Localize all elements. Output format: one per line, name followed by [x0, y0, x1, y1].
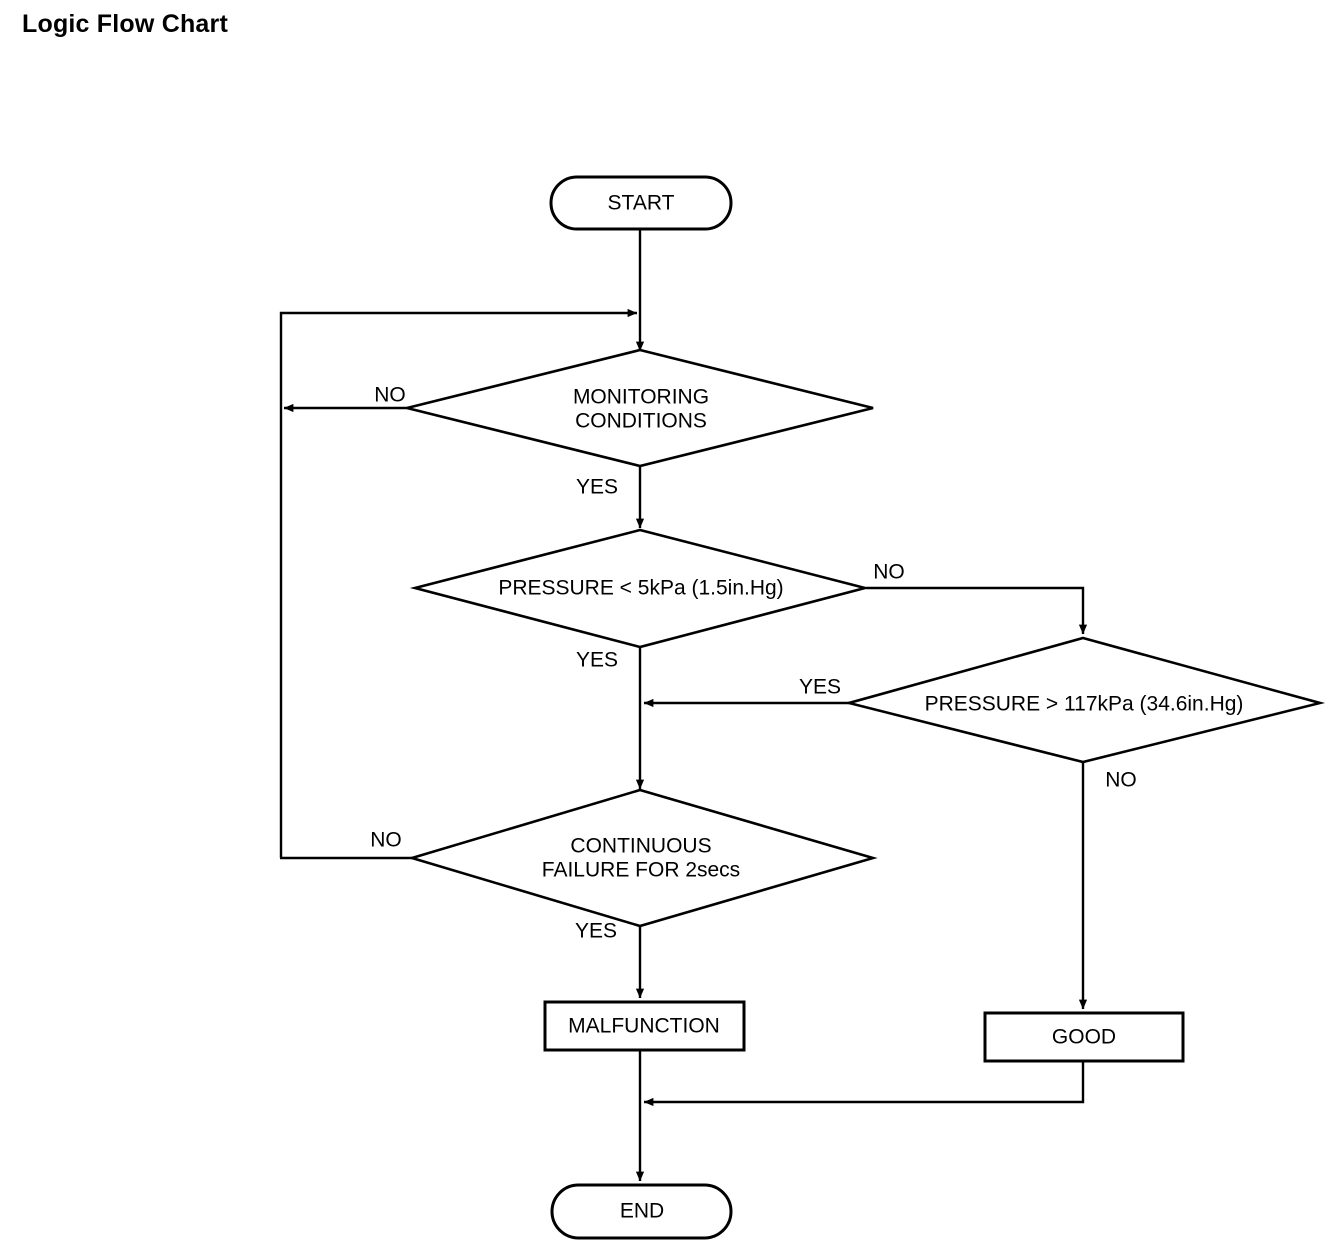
node-monitoring-label-line2: CONDITIONS	[575, 410, 707, 433]
edge-label-pressure-high-yes: YES	[799, 676, 841, 699]
node-pressure-high-label: PRESSURE > 117kPa (34.6in.Hg)	[925, 693, 1244, 716]
node-pressure-low[interactable]: PRESSURE < 5kPa (1.5in.Hg)	[409, 528, 871, 649]
page-title: Logic Flow Chart	[22, 10, 228, 38]
edge-label-failure-no: NO	[370, 829, 402, 852]
node-end-label: END	[620, 1200, 664, 1223]
node-failure-label-line1: CONTINUOUS	[570, 835, 711, 858]
node-pressure-high[interactable]: PRESSURE > 117kPa (34.6in.Hg)	[843, 636, 1326, 764]
node-malfunction-label: MALFUNCTION	[568, 1015, 720, 1038]
node-pressure-low-label: PRESSURE < 5kPa (1.5in.Hg)	[498, 577, 783, 600]
node-monitoring-label-line1: MONITORING	[573, 386, 709, 409]
node-good[interactable]: GOOD	[983, 1011, 1185, 1063]
node-good-label: GOOD	[1052, 1026, 1116, 1049]
edge-label-monitoring-no: NO	[374, 384, 406, 407]
edge-pressure-low-no	[866, 586, 1088, 635]
node-start[interactable]: START	[549, 175, 733, 231]
node-continuous-failure[interactable]: CONTINUOUS FAILURE FOR 2secs	[407, 788, 878, 928]
node-start-label: START	[608, 192, 675, 215]
edge-feedback-rail-to-monitoring	[279, 308, 638, 858]
node-failure-label-line2: FAILURE FOR 2secs	[542, 859, 740, 882]
node-end[interactable]: END	[550, 1183, 733, 1240]
edge-label-failure-yes: YES	[575, 920, 617, 943]
edge-label-monitoring-yes: YES	[576, 476, 618, 499]
edge-good-to-end	[643, 1060, 1085, 1107]
edge-label-pressure-high-no: NO	[1105, 769, 1137, 792]
edge-label-pressure-low-yes: YES	[576, 649, 618, 672]
node-malfunction[interactable]: MALFUNCTION	[543, 1000, 746, 1052]
edge-label-pressure-low-no: NO	[873, 561, 905, 584]
node-monitoring-conditions[interactable]: MONITORING CONDITIONS	[406, 348, 874, 468]
